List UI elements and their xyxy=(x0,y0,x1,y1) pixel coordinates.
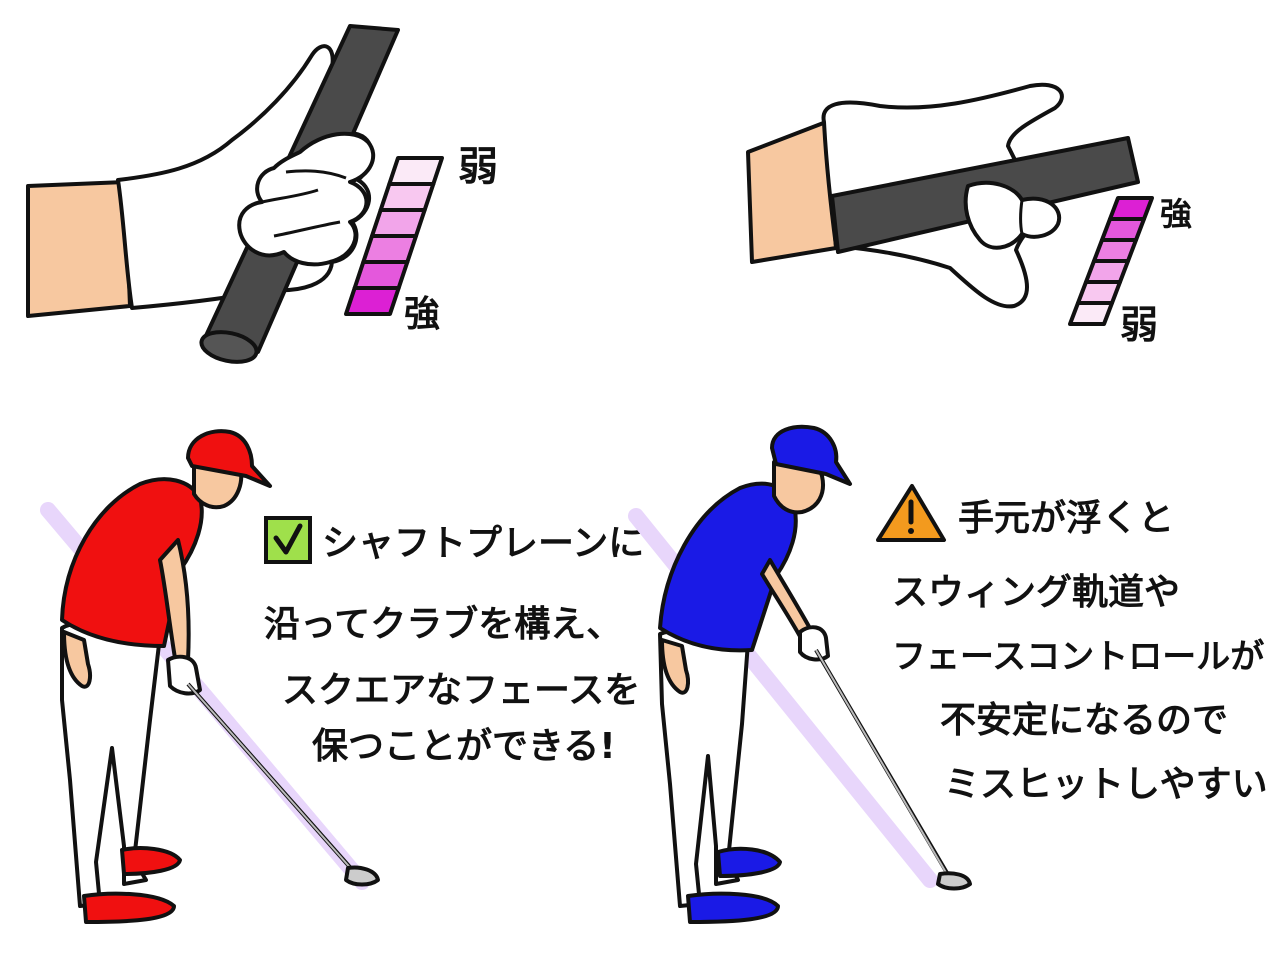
pressure-level-cell xyxy=(387,156,444,186)
pressure-level-cell xyxy=(378,182,436,212)
golfer-good-red xyxy=(60,429,380,924)
arm-back xyxy=(660,638,690,695)
good-caption-line-2: 沿ってクラブを構え、 xyxy=(264,603,622,645)
good-caption-line-3: スクエアなフェースを xyxy=(282,670,640,711)
club-head xyxy=(344,865,380,887)
shoe-back xyxy=(716,846,782,878)
glove xyxy=(166,654,202,696)
bad-caption-line-1: 手元が浮くと xyxy=(958,498,1174,539)
pressure-level-cell xyxy=(1108,196,1154,221)
good-caption-line-1: シャフトプレーンに xyxy=(322,523,644,564)
pressure-level-cell xyxy=(1068,301,1114,326)
arm-back xyxy=(62,630,92,689)
forearm xyxy=(26,180,132,318)
glove-fingers xyxy=(237,131,376,267)
label-strong-left: 強 xyxy=(404,294,440,335)
label-strong-right: 強 xyxy=(1160,195,1192,233)
pressure-meter-right xyxy=(1068,196,1154,326)
bad-caption-line-5: ミスヒットしやすい xyxy=(944,764,1268,805)
shoe-back xyxy=(120,846,182,876)
good-caption-line-4: 保つことができる! xyxy=(312,726,616,767)
label-weak-right: 弱 xyxy=(1120,303,1158,347)
golfer-bad-blue xyxy=(658,424,972,924)
grip-illustration-right xyxy=(746,82,1140,309)
pressure-level-cell xyxy=(344,286,401,316)
shoe-front xyxy=(686,891,780,924)
grip-end xyxy=(199,330,259,364)
pressure-level-cell xyxy=(1076,280,1122,305)
glove xyxy=(798,625,830,662)
pressure-level-cell xyxy=(1100,217,1146,242)
pressure-level-cell xyxy=(370,208,427,238)
label-weak-left: 弱 xyxy=(458,144,498,190)
forearm xyxy=(746,120,838,264)
bad-caption-line-2: スウィング軌道や xyxy=(892,572,1180,613)
check-box xyxy=(264,516,312,564)
glove-fingers xyxy=(963,180,1062,250)
pressure-level-cell xyxy=(1084,259,1130,284)
shoe-front xyxy=(82,891,176,924)
cap xyxy=(770,424,852,486)
check-badge xyxy=(264,516,312,564)
pressure-meter-left xyxy=(344,156,444,316)
bad-caption-line-4: 不安定になるので xyxy=(940,700,1228,741)
pressure-level-cell xyxy=(352,260,410,290)
pressure-level-cell xyxy=(361,234,418,264)
cap xyxy=(186,429,272,488)
bad-caption-line-3: フェースコントロールが xyxy=(892,637,1264,677)
club-head xyxy=(936,871,972,891)
warning-badge xyxy=(876,484,946,542)
check-icon xyxy=(273,523,303,555)
grip-illustration-left xyxy=(26,24,400,364)
pressure-level-cell xyxy=(1092,238,1138,263)
